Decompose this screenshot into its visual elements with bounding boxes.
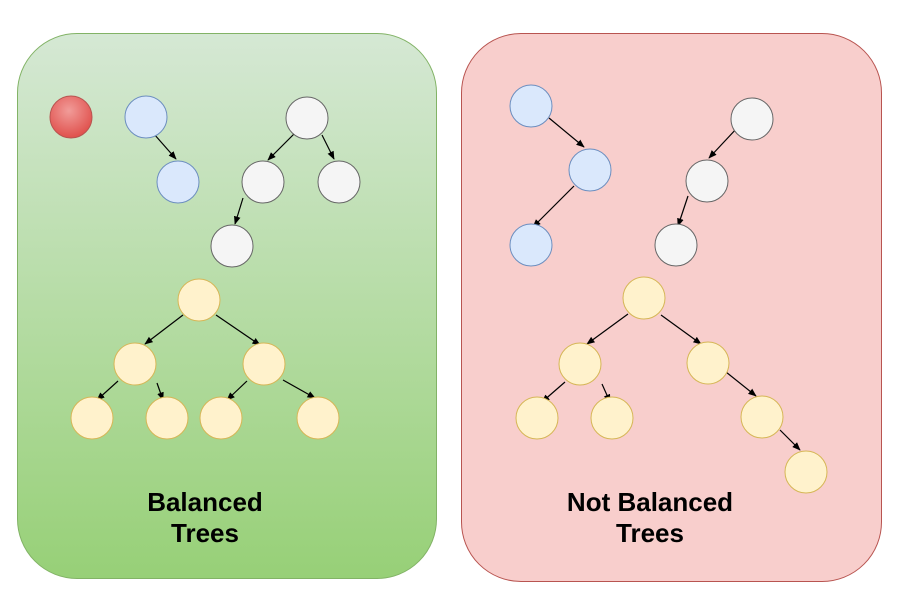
- balanced-trees-caption: Balanced Trees: [105, 487, 305, 549]
- yellow-node: [113, 342, 157, 386]
- edge: [532, 185, 575, 228]
- white-node: [285, 96, 329, 140]
- edge: [96, 380, 119, 401]
- white-node: [685, 159, 729, 203]
- yellow-node: [145, 396, 189, 440]
- yellow-node: [70, 396, 114, 440]
- edge: [708, 126, 739, 159]
- not-balanced-nodes: [509, 84, 828, 494]
- yellow-node: [242, 342, 286, 386]
- caption-line: Balanced: [147, 487, 263, 517]
- yellow-node: [199, 396, 243, 440]
- white-node: [241, 160, 285, 204]
- blue-node: [509, 223, 553, 267]
- white-node: [730, 97, 774, 141]
- red-node: [49, 95, 93, 139]
- edge: [153, 133, 177, 160]
- yellow-node: [686, 341, 730, 385]
- white-node: [654, 223, 698, 267]
- edge: [548, 117, 585, 148]
- yellow-node: [784, 450, 828, 494]
- balanced-edges: [96, 132, 335, 401]
- white-node: [317, 160, 361, 204]
- yellow-node: [622, 276, 666, 320]
- edge: [779, 429, 801, 451]
- edge: [725, 371, 757, 397]
- blue-node: [509, 84, 553, 128]
- caption-line: Trees: [616, 518, 684, 548]
- white-node: [210, 224, 254, 268]
- yellow-node: [558, 342, 602, 386]
- edge: [660, 314, 702, 345]
- not-balanced-trees-caption: Not Balanced Trees: [540, 487, 760, 549]
- blue-node: [568, 148, 612, 192]
- caption-line: Trees: [171, 518, 239, 548]
- not-balanced-edges: [532, 117, 801, 451]
- edge: [144, 314, 184, 345]
- edge: [677, 195, 689, 227]
- edge: [586, 313, 629, 345]
- yellow-node: [296, 396, 340, 440]
- edge: [234, 197, 244, 225]
- yellow-node: [177, 278, 221, 322]
- balanced-nodes: [49, 95, 361, 440]
- edge: [321, 134, 335, 160]
- edge: [215, 314, 261, 346]
- blue-node: [156, 160, 200, 204]
- blue-node: [124, 95, 168, 139]
- yellow-node: [740, 395, 784, 439]
- edge: [226, 380, 248, 401]
- edge: [267, 132, 296, 161]
- edge: [282, 379, 316, 399]
- yellow-node: [590, 396, 634, 440]
- yellow-node: [515, 396, 559, 440]
- caption-line: Not Balanced: [566, 487, 734, 517]
